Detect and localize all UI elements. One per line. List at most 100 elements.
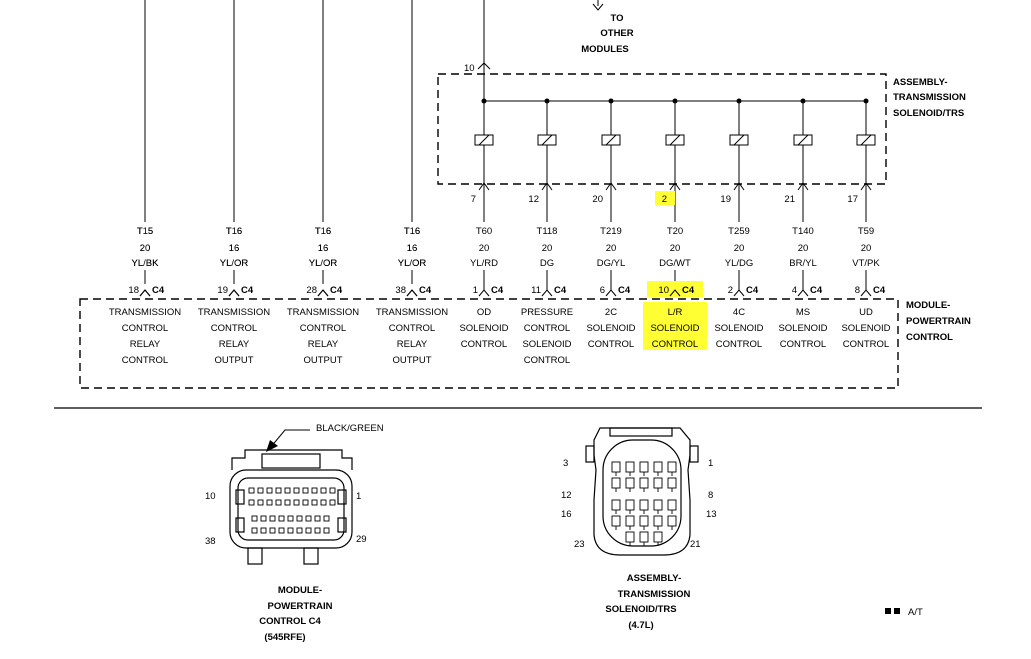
solenoid-1-function-1: OD [477, 307, 491, 318]
relay-circuit-2-function-1: TRANSMISSION [198, 307, 270, 318]
pcm-label-2: POWERTRAIN [906, 316, 971, 327]
relay-circuit-2-c4-chevron [228, 289, 240, 297]
relay-circuit-3-function-2: CONTROL [300, 323, 346, 334]
trs-pin-23-label: 23 [574, 539, 585, 550]
pcm-cavity [260, 527, 267, 534]
solenoid-2-trs-pin: 12 [528, 194, 539, 205]
trs-pin-cavities [611, 461, 677, 546]
solenoid-5-splice-dot [736, 98, 742, 104]
pcm-cavity [314, 515, 321, 522]
pcm-cavity [305, 527, 312, 534]
trs-cavity [611, 499, 621, 511]
solenoid-7-c4-pin: 8 [855, 285, 860, 296]
relay-circuit-2-over-color: YL/OR [220, 258, 249, 269]
trs-pin-1-label: 1 [708, 458, 713, 469]
solenoid-5-trs-pin: 19 [720, 194, 731, 205]
pcm-pin-38-label: 38 [205, 536, 216, 547]
solenoid-1-function-2: SOLENOID [459, 323, 508, 334]
relay-circuit-3-c4-tag: C4 [330, 285, 343, 296]
relay-circuit-4-over-circuit: T16 [404, 226, 420, 237]
pcm-cavity [248, 499, 255, 506]
trs-connector [585, 427, 699, 556]
trs-cavity [625, 499, 635, 511]
trs-pin-12-label: 12 [561, 490, 572, 501]
top-feed-lines [144, 0, 599, 284]
trs-cavity [653, 499, 663, 511]
pcm-cavity [323, 515, 330, 522]
relay-circuit-4-function-4: OUTPUT [392, 355, 431, 366]
solenoid-7-coil-slash [860, 134, 872, 146]
pcm-cavity [251, 515, 258, 522]
solenoid-6-c4-chevron [797, 289, 809, 297]
pcm-c4-connector [229, 449, 353, 565]
solenoid-4-circuit: T20 [667, 226, 683, 237]
solenoid-6-circuit: T140 [792, 226, 814, 237]
pcm-c4-pin-cavities [248, 487, 336, 534]
pcm-cavity [275, 499, 282, 506]
solenoid-4-color: DG/WT [659, 258, 691, 269]
solenoid-6-splice-dot [800, 98, 806, 104]
pcm-cavity [302, 499, 309, 506]
solenoid-6-color: BR/YL [789, 258, 816, 269]
pcm-cavity [323, 527, 330, 534]
relay-circuit-1-c4-tag: C4 [152, 285, 165, 296]
legend-square-1 [885, 608, 891, 614]
relay-circuit-3-function-4: OUTPUT [303, 355, 342, 366]
trs-cavity [667, 461, 677, 473]
pcm-cavity [311, 487, 318, 494]
solenoid-4-trs-highlight [655, 191, 675, 205]
solenoid-7-splice-dot [863, 98, 869, 104]
relay-circuit-4-function-2: CONTROL [389, 323, 435, 334]
pcm-cavity [296, 515, 303, 522]
relay-circuit-2-over-gauge: 16 [229, 243, 240, 254]
pcm-cavity [266, 499, 273, 506]
trs-caption-4: (4.7L) [628, 620, 653, 631]
solenoid-1-c4-pin: 1 [473, 285, 478, 296]
trs-cavity [625, 477, 635, 489]
solenoid-4-function-1: L/R [668, 307, 683, 318]
pcm-cavity [284, 487, 291, 494]
solenoid-6-trs-pin: 21 [784, 194, 795, 205]
pcm-caption-1: MODULE- [278, 585, 322, 596]
to-other-modules-note: TO OTHER MODULES [581, 13, 634, 55]
trs-cavity [653, 531, 663, 543]
relay-circuit-1-c4-pin: 18 [128, 285, 139, 296]
relay-circuit-1-label-gap [143, 222, 147, 270]
relay-circuit-2-function-4: OUTPUT [214, 355, 253, 366]
pcm-cavity [296, 527, 303, 534]
relay-circuit-1-function-4: CONTROL [122, 355, 168, 366]
trs-cavity [667, 499, 677, 511]
legend-label: A/T [908, 607, 923, 618]
solenoid-5-color: YL/DG [725, 258, 754, 269]
relay-circuit-1-function-2: CONTROL [122, 323, 168, 334]
solenoid-4-c4-highlight [647, 281, 703, 297]
pcm-pin-10-label: 10 [205, 491, 216, 502]
trs-cavity [625, 515, 635, 527]
solenoid-5-function-2: SOLENOID [714, 323, 763, 334]
pcm-cavity [329, 499, 336, 506]
trs-cavity [639, 515, 649, 527]
solenoid-3-c4-pin: 6 [600, 285, 605, 296]
trs-assembly-box [437, 73, 887, 185]
pcm-connector-caption: MODULE- POWERTRAIN CONTROL C4 (545RFE) [259, 585, 332, 643]
pcm-caption-2: POWERTRAIN [268, 601, 333, 612]
solenoid-4-c4-tag: C4 [682, 285, 695, 296]
relay-circuit-3-function-1: TRANSMISSION [287, 307, 359, 318]
relay-circuit-1-c4-chevron [139, 289, 151, 297]
relay-circuit-2-c4-tag: C4 [241, 285, 254, 296]
relay-circuit-4-over-color: YL/OR [398, 258, 427, 269]
solenoid-5-c4-pin: 2 [728, 285, 733, 296]
top-pin-label: 10 [464, 63, 475, 74]
pcm-cavity [266, 487, 273, 494]
relay-circuit-4-function-3: RELAY [397, 339, 428, 350]
trs-pin-3-label: 3 [563, 458, 568, 469]
solenoid-3-function-2: SOLENOID [586, 323, 635, 334]
trs-cavity [653, 477, 663, 489]
relay-circuit-4-over-gauge: 16 [407, 243, 418, 254]
trs-cavity [611, 461, 621, 473]
solenoid-1-trs-pin: 7 [471, 194, 476, 205]
relay-circuit-4-label-gap [410, 222, 414, 270]
solenoid-7-circuit: T59 [858, 226, 874, 237]
solenoid-7-gauge: 20 [861, 243, 872, 254]
solenoid-1-c4-chevron [478, 289, 490, 297]
